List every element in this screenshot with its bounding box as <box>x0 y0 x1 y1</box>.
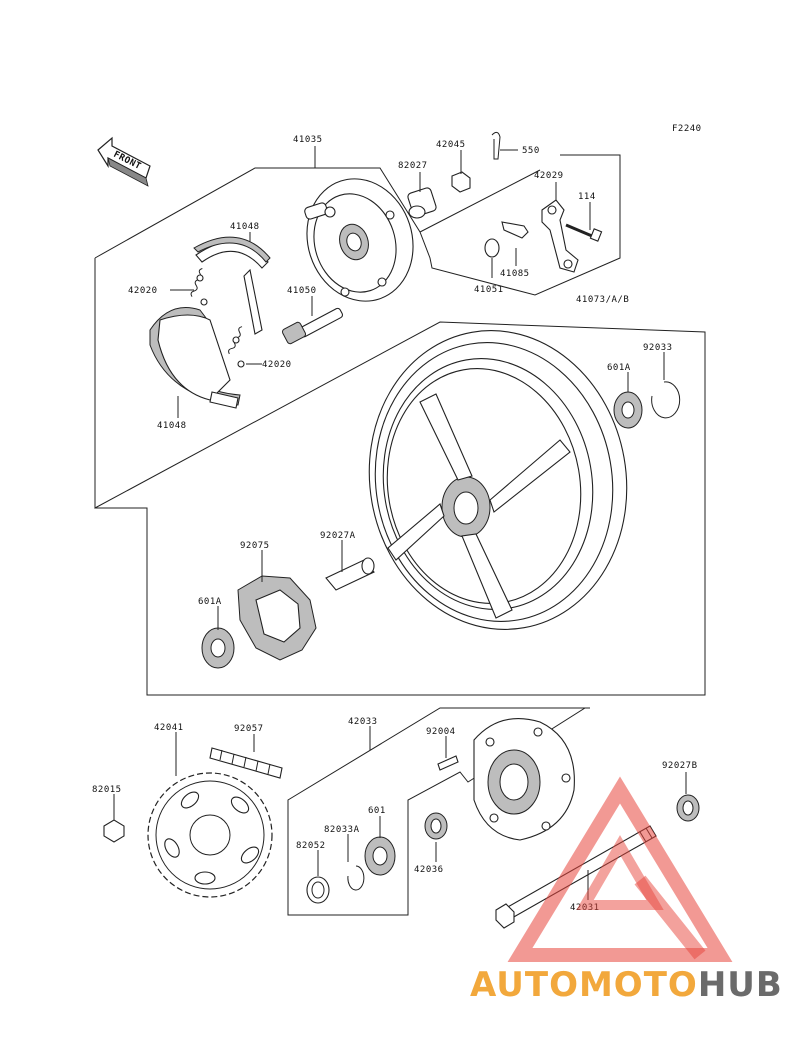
hub-collar <box>424 812 448 840</box>
label-42036: 42036 <box>414 865 444 875</box>
wheel-rim <box>368 330 628 630</box>
axle-nut-top <box>451 171 471 193</box>
brake-group-outline <box>94 154 621 296</box>
label-92027b: 92027B <box>662 761 698 771</box>
label-41035: 41035 <box>293 135 323 145</box>
hub-seal <box>306 876 330 904</box>
label-41051: 41051 <box>474 285 504 295</box>
label-601a-bottom: 601A <box>198 597 222 607</box>
sprocket-hub <box>473 718 575 841</box>
label-42020-left: 42020 <box>128 286 158 296</box>
watermark-text-part2: HUB <box>698 965 783 1005</box>
label-550: 550 <box>522 146 540 156</box>
label-114: 114 <box>578 192 596 202</box>
label-92027a: 92027A <box>320 531 356 541</box>
label-41048-bottom: 41048 <box>157 421 187 431</box>
drive-chain <box>209 747 283 779</box>
cotter-pin <box>491 131 501 160</box>
brake-cam <box>281 307 344 345</box>
label-82052: 82052 <box>296 841 326 851</box>
label-42033: 42033 <box>348 717 378 727</box>
spring-left <box>190 267 208 306</box>
bearing-601a-top <box>613 391 643 429</box>
hub-bearing <box>364 836 396 876</box>
label-41048-top: 41048 <box>230 222 260 232</box>
bearing-601a-bottom <box>201 627 235 669</box>
torque-link <box>541 199 579 273</box>
axle-collar <box>676 794 700 822</box>
wheel-damper <box>237 575 317 661</box>
label-41073: 41073/A/B <box>576 295 629 305</box>
watermark-text-part1: AUTOMOTO <box>470 965 698 1005</box>
label-41050: 41050 <box>287 286 317 296</box>
label-601: 601 <box>368 806 386 816</box>
rear-sprocket <box>147 772 273 898</box>
cam-seal <box>484 238 500 258</box>
label-601a-top: 601A <box>607 363 631 373</box>
sleeve-92027a <box>325 557 375 591</box>
circlip-92033 <box>651 381 681 419</box>
label-82027: 82027 <box>398 161 428 171</box>
bolt <box>565 223 603 242</box>
stud-bolt <box>437 755 459 771</box>
label-42041: 42041 <box>154 723 184 733</box>
label-92033: 92033 <box>643 343 673 353</box>
brake-shoe-lower <box>149 307 241 409</box>
circlip-82033a <box>347 865 365 891</box>
label-92075: 92075 <box>240 541 270 551</box>
cam-lever <box>501 221 529 239</box>
label-42045: 42045 <box>436 140 466 150</box>
label-41085: 41085 <box>500 269 530 279</box>
brake-shoe-upper <box>193 236 271 335</box>
label-92004: 92004 <box>426 727 456 737</box>
leader-lines <box>113 146 687 900</box>
label-82033a: 82033A <box>324 825 360 835</box>
figure-code: F2240 <box>672 124 702 134</box>
label-82015: 82015 <box>92 785 122 795</box>
label-42029: 42029 <box>534 171 564 181</box>
label-92057: 92057 <box>234 724 264 734</box>
brake-panel <box>304 178 414 302</box>
watermark-text: AUTOMOTOHUB <box>470 965 783 1005</box>
spring-right <box>228 326 245 368</box>
watermark-logo <box>507 776 733 962</box>
sprocket-nut <box>103 819 125 843</box>
front-arrow-icon: FRONT <box>97 136 151 187</box>
collar <box>407 187 437 219</box>
label-42020-right: 42020 <box>262 360 292 370</box>
